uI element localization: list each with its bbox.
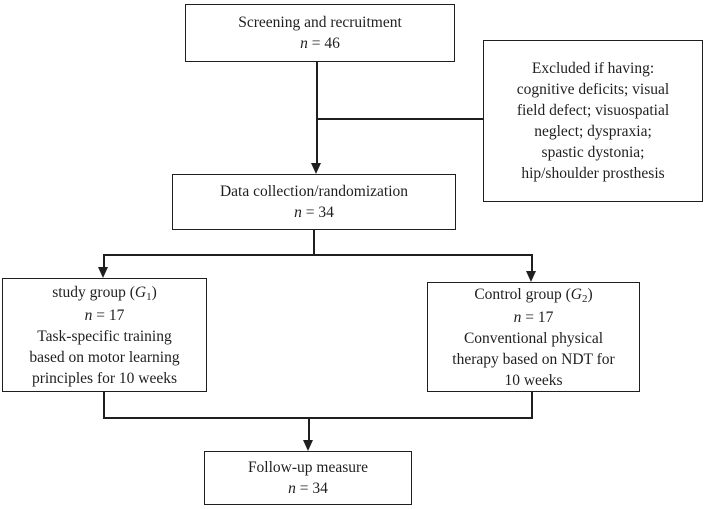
arrowhead-down-icon [311, 163, 321, 174]
n-value: = 17 [92, 306, 125, 324]
screening-title: Screening and recruitment [238, 14, 402, 31]
study-group-n: n = 17 [85, 305, 125, 326]
followup-title: Follow-up measure [247, 459, 369, 476]
connector-drop-to-control [531, 254, 533, 272]
n-symbol: n [294, 204, 302, 221]
study-group-line: Task-specific training [37, 327, 172, 345]
n-symbol: n [300, 35, 308, 52]
title-text: ) [151, 283, 157, 301]
group-symbol: G [570, 285, 582, 303]
control-group-line: Conventional physical [463, 329, 604, 347]
connector-to-followup [308, 417, 310, 441]
group-subscript: 2 [581, 292, 588, 305]
connector-control-down [531, 392, 533, 418]
study-group-title: study group (G1) [52, 282, 157, 305]
n-value: = 17 [521, 308, 554, 326]
exclusion-line: spastic dystonia; [541, 144, 645, 161]
screening-n: n = 46 [300, 33, 340, 54]
n-value: = 34 [295, 480, 328, 497]
n-symbol: n [513, 308, 522, 326]
arrowhead-down-icon [98, 267, 108, 278]
exclusion-criteria-box: Excluded if having: cognitive deficits; … [483, 40, 703, 202]
control-group-line: therapy based on NDT for [452, 350, 615, 368]
arrowhead-down-icon [303, 440, 313, 451]
followup-n: n = 34 [288, 478, 328, 499]
connector-branch-to-excluded [317, 118, 483, 120]
group-subscript: 1 [146, 290, 152, 303]
study-group-box: study group (G1) n = 17 Task-specific tr… [2, 278, 207, 392]
connector-split-line [103, 254, 532, 256]
study-group-line: based on motor learning [29, 348, 180, 366]
data-collection-n: n = 34 [294, 202, 334, 223]
n-value: = 34 [301, 204, 334, 221]
connector-study-down [103, 392, 105, 418]
study-group-line: principles for 10 weeks [31, 369, 178, 387]
title-text: study group ( [52, 283, 135, 301]
data-collection-box: Data collection/randomization n = 34 [172, 174, 456, 230]
exclusion-line: Excluded if having: [531, 60, 655, 77]
exclusion-line: field defect; visuospatial [516, 102, 670, 119]
exclusion-line: hip/shoulder prosthesis [521, 165, 665, 182]
screening-box: Screening and recruitment n = 46 [185, 4, 455, 62]
title-text: Control group ( [474, 285, 571, 303]
connector-drop-to-study [103, 254, 105, 268]
control-group-n: n = 17 [514, 307, 554, 328]
n-value: = 46 [307, 35, 340, 52]
connector-screening-to-data [316, 62, 318, 165]
control-group-title: Control group (G2) [474, 284, 592, 307]
title-text: ) [587, 285, 593, 303]
connector-data-stem [313, 230, 315, 255]
followup-box: Follow-up measure n = 34 [204, 451, 412, 505]
exclusion-line: neglect; dyspraxia; [534, 123, 652, 140]
control-group-line: 10 weeks [504, 371, 563, 389]
exclusion-line: cognitive deficits; visual [516, 81, 670, 98]
connector-merge-line [103, 417, 533, 419]
data-collection-title: Data collection/randomization [219, 183, 409, 200]
group-symbol: G [134, 283, 147, 301]
arrowhead-down-icon [526, 271, 536, 282]
n-symbol: n [288, 480, 296, 497]
control-group-box: Control group (G2) n = 17 Conventional p… [427, 282, 640, 392]
n-symbol: n [84, 306, 93, 324]
